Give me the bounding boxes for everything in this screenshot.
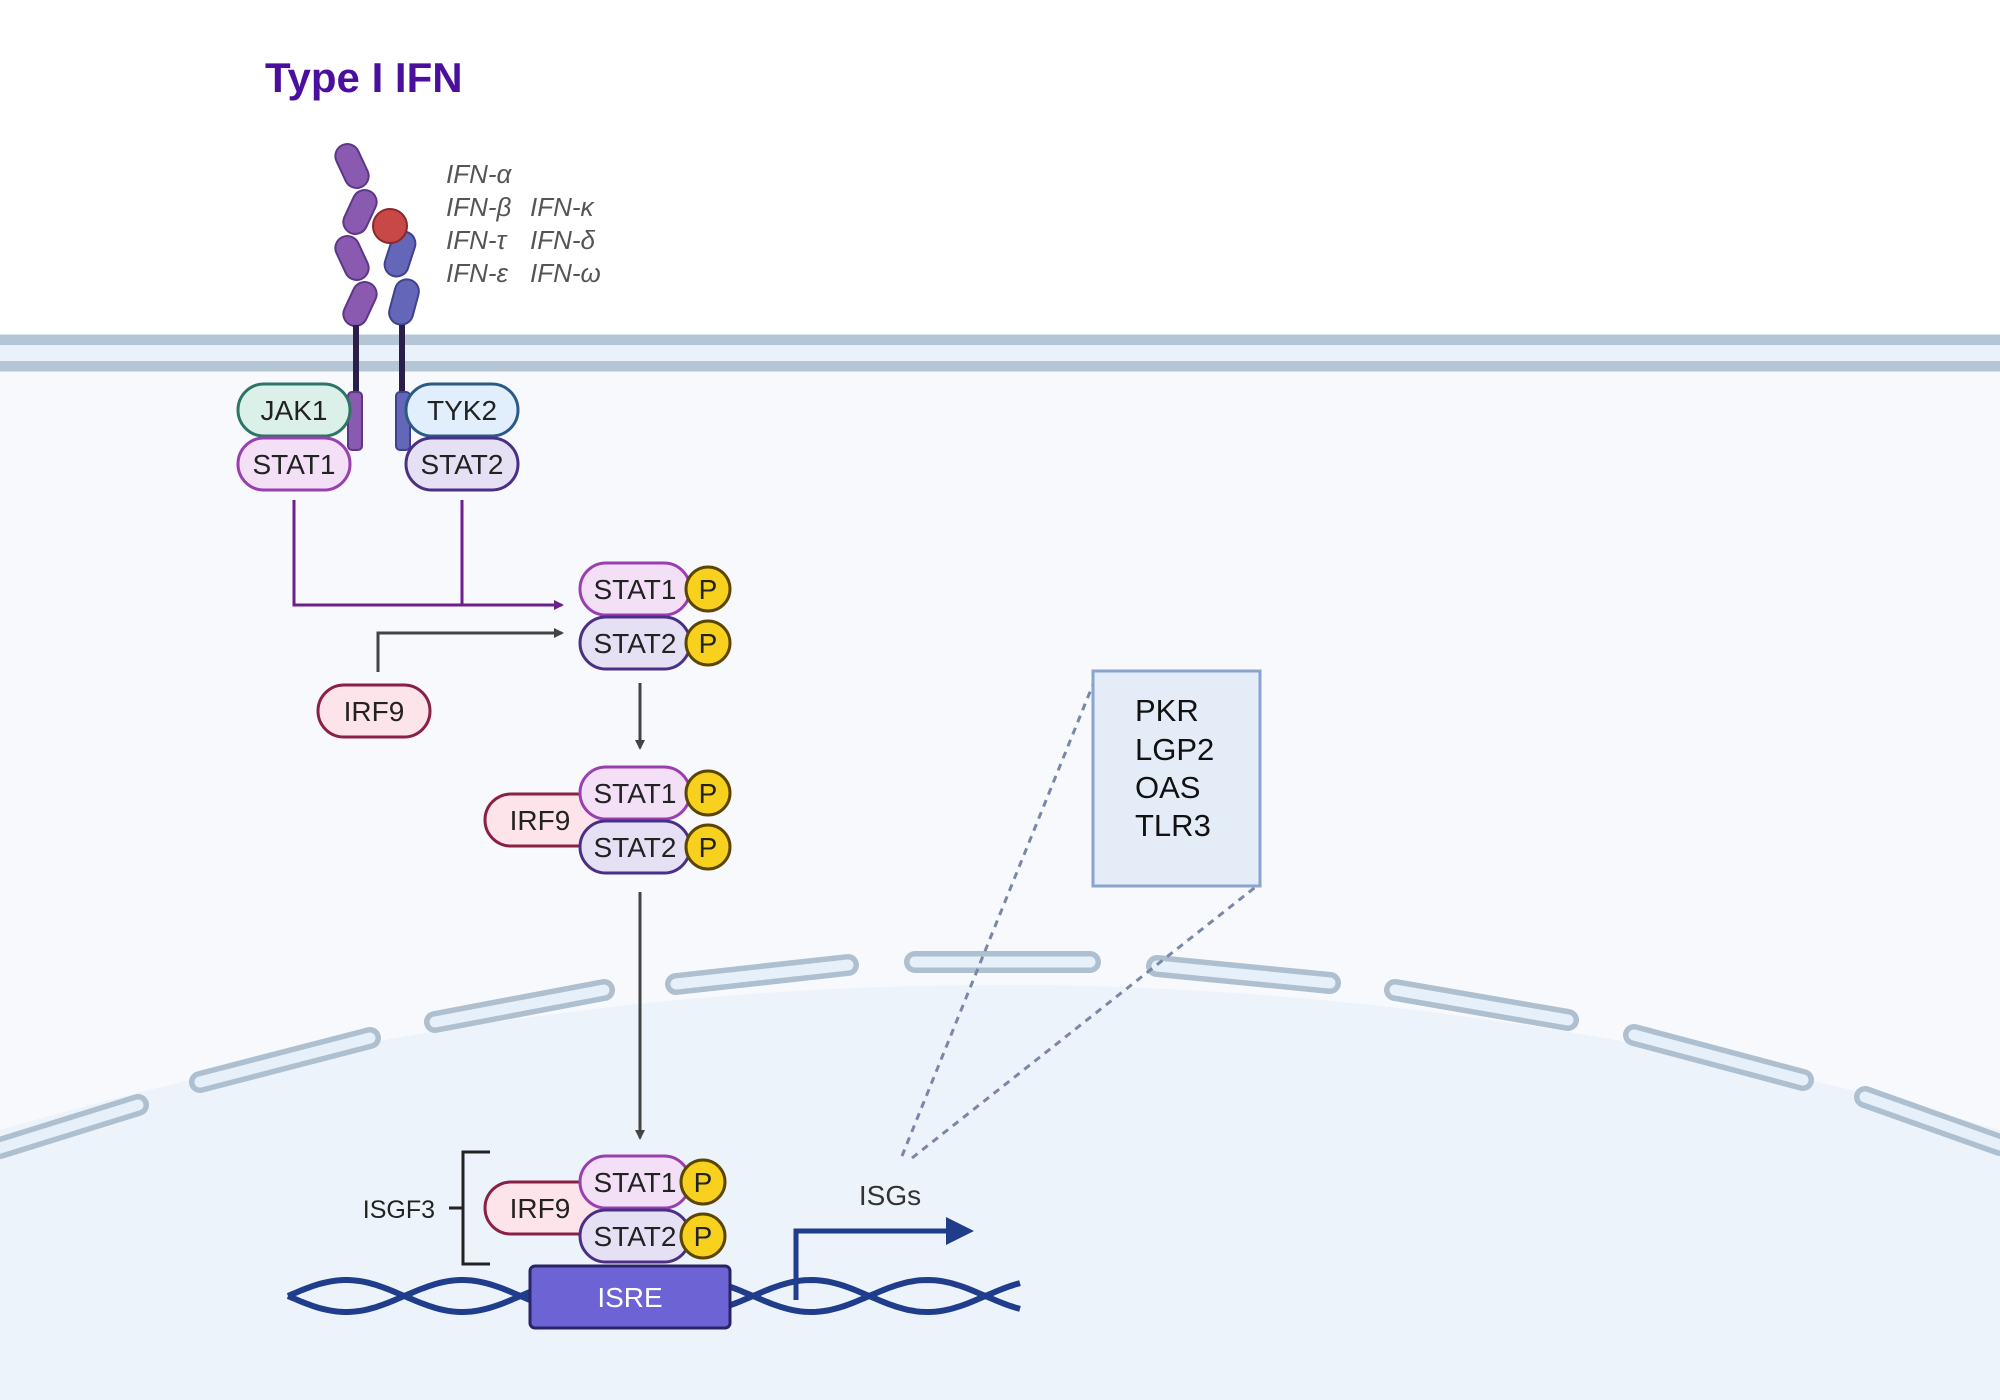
nuclear-envelope-lumen xyxy=(1151,960,1336,989)
stat1-receptor-pill: STAT1 xyxy=(236,436,352,492)
phospho-label: P xyxy=(699,778,718,809)
phospho-label: P xyxy=(694,1221,713,1252)
isgf3-cytoplasm: IRF9 STAT1 STAT2 P P xyxy=(483,765,732,875)
irf9-recruit-arrow xyxy=(376,628,564,672)
nuclear-envelope-lumen xyxy=(194,1032,376,1088)
phospho-icon xyxy=(679,1158,727,1206)
ifnar1-receptor xyxy=(334,143,378,451)
tyk2-label: TYK2 xyxy=(427,395,497,426)
stat2-receptor-pill: STAT2 xyxy=(404,436,520,492)
isg-item: PKR xyxy=(1135,693,1199,728)
stat1-activation-arrow xyxy=(292,500,564,610)
jak1-pill: JAK1 xyxy=(236,382,352,438)
irf9-label: IRF9 xyxy=(510,805,571,836)
ligand-label: IFN-β xyxy=(446,192,512,222)
isgf3-bracket xyxy=(449,1150,490,1266)
jak1-label: JAK1 xyxy=(261,395,328,426)
irf9-free-pill: IRF9 xyxy=(316,683,432,739)
callout-line xyxy=(900,676,1098,1157)
phospho-icon xyxy=(679,1212,727,1260)
ligand-label: IFN-ω xyxy=(530,258,601,288)
transcription-start-arrow xyxy=(793,1228,948,1300)
isg-item: OAS xyxy=(1135,770,1200,805)
nuclear-envelope-lumen xyxy=(0,1099,144,1154)
nuclear-envelope-lumen xyxy=(1389,984,1574,1026)
isgf3-label: ISGF3 xyxy=(363,1196,435,1224)
stat2-label: STAT2 xyxy=(594,628,677,659)
ligand-label: IFN-ε xyxy=(446,258,509,288)
transcription-arrowhead xyxy=(946,1217,974,1245)
nuclear-envelope-lumen xyxy=(1859,1091,2000,1151)
phospho-stat-dimer: STAT1 STAT2 P P xyxy=(578,561,732,671)
phospho-label: P xyxy=(694,1167,713,1198)
stat1-label: STAT1 xyxy=(594,778,677,809)
phospho-icon xyxy=(684,769,732,817)
isre-label: ISRE xyxy=(597,1282,662,1313)
phospho-icon xyxy=(684,823,732,871)
irf9-label: IRF9 xyxy=(510,1193,571,1224)
nuclear-envelope xyxy=(0,951,2000,1159)
tyk2-pill: TYK2 xyxy=(404,382,520,438)
isg-item: LGP2 xyxy=(1135,732,1214,767)
nuclear-envelope-lumen xyxy=(429,984,610,1028)
phospho-label: P xyxy=(699,574,718,605)
callout-line xyxy=(911,883,1259,1160)
stat1-label: STAT1 xyxy=(253,449,336,480)
stat2-label: STAT2 xyxy=(594,832,677,863)
phospho-icon xyxy=(684,619,732,667)
isg-item: TLR3 xyxy=(1135,808,1211,843)
nuclear-envelope-lumen xyxy=(670,959,854,990)
nuclear-envelope-lumen xyxy=(1628,1029,1809,1086)
stat2-label: STAT2 xyxy=(594,1221,677,1252)
nucleus xyxy=(0,985,2000,1400)
stat2-label: STAT2 xyxy=(421,449,504,480)
isg-callout-box: PKR LGP2 OAS TLR3 xyxy=(1091,669,1262,888)
ligand-label: IFN-δ xyxy=(530,225,596,255)
plasma-membrane xyxy=(0,334,2000,372)
ifn-ligand-sphere xyxy=(372,208,408,244)
isgf3-nucleus: IRF9 STAT1 STAT2 P P xyxy=(483,1154,727,1264)
ligand-label: IFN-τ xyxy=(446,225,509,255)
phospho-icon xyxy=(684,565,732,613)
stat1-label: STAT1 xyxy=(594,574,677,605)
isre-element: ISRE xyxy=(528,1264,732,1330)
ligand-list: IFN-α IFN-β IFN-κ IFN-τ IFN-δ IFN-ε IFN-… xyxy=(446,159,601,288)
ligand-label: IFN-α xyxy=(446,159,513,189)
irf9-label: IRF9 xyxy=(344,696,405,727)
isgs-label: ISGs xyxy=(859,1180,921,1211)
diagram-title: Type I IFN xyxy=(265,54,463,101)
stat1-label: STAT1 xyxy=(594,1167,677,1198)
phospho-label: P xyxy=(699,832,718,863)
phospho-label: P xyxy=(699,628,718,659)
ligand-label: IFN-κ xyxy=(530,192,596,222)
